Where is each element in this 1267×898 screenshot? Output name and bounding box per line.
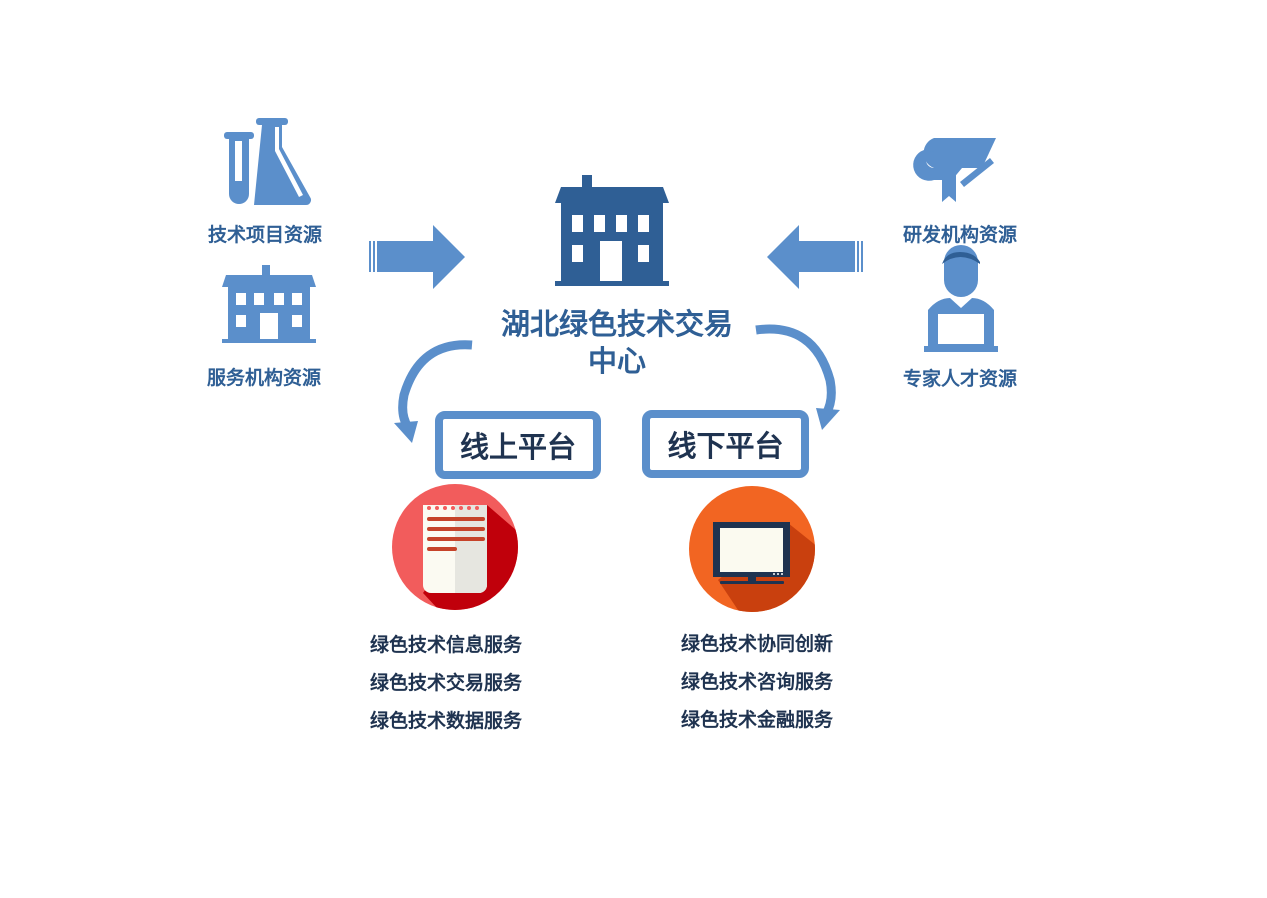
graduation-cap-icon bbox=[913, 138, 996, 202]
expert-person-icon bbox=[924, 245, 998, 352]
notepad-icon bbox=[392, 484, 518, 610]
list-item: 绿色技术咨询服务 bbox=[681, 671, 834, 693]
monitor-icon bbox=[689, 486, 815, 612]
offline-services-list: 绿色技术协同创新 绿色技术咨询服务 绿色技术金融服务 bbox=[681, 625, 833, 739]
list-item: 绿色技术信息服务 bbox=[370, 634, 523, 656]
online-platform-box: 线上平台 bbox=[435, 411, 601, 479]
center-title: 湖北绿色技术交易 中心 bbox=[467, 306, 767, 380]
curved-arrow-right-icon bbox=[755, 324, 840, 430]
resource-label-tech-projects: 技术项目资源 bbox=[208, 224, 323, 246]
lab-flask-icon bbox=[224, 118, 311, 205]
center-building-icon bbox=[555, 175, 669, 286]
online-services-list: 绿色技术信息服务 绿色技术交易服务 绿色技术数据服务 bbox=[370, 626, 522, 740]
list-item: 绿色技术金融服务 bbox=[681, 709, 834, 731]
building-icon bbox=[222, 265, 316, 343]
arrow-left-icon bbox=[767, 225, 863, 289]
offline-platform-box: 线下平台 bbox=[642, 410, 809, 478]
resource-label-service-orgs: 服务机构资源 bbox=[207, 367, 322, 389]
resource-label-rd-orgs: 研发机构资源 bbox=[903, 224, 1018, 246]
center-title-line1: 湖北绿色技术交易 bbox=[500, 307, 733, 341]
list-item: 绿色技术协同创新 bbox=[681, 633, 834, 655]
list-item: 绿色技术数据服务 bbox=[370, 710, 523, 732]
curved-arrow-left-icon bbox=[394, 340, 473, 443]
center-title-line2: 中心 bbox=[587, 344, 646, 378]
list-item: 绿色技术交易服务 bbox=[370, 672, 523, 694]
arrow-right-icon bbox=[369, 225, 465, 289]
resource-label-experts: 专家人才资源 bbox=[903, 368, 1018, 390]
